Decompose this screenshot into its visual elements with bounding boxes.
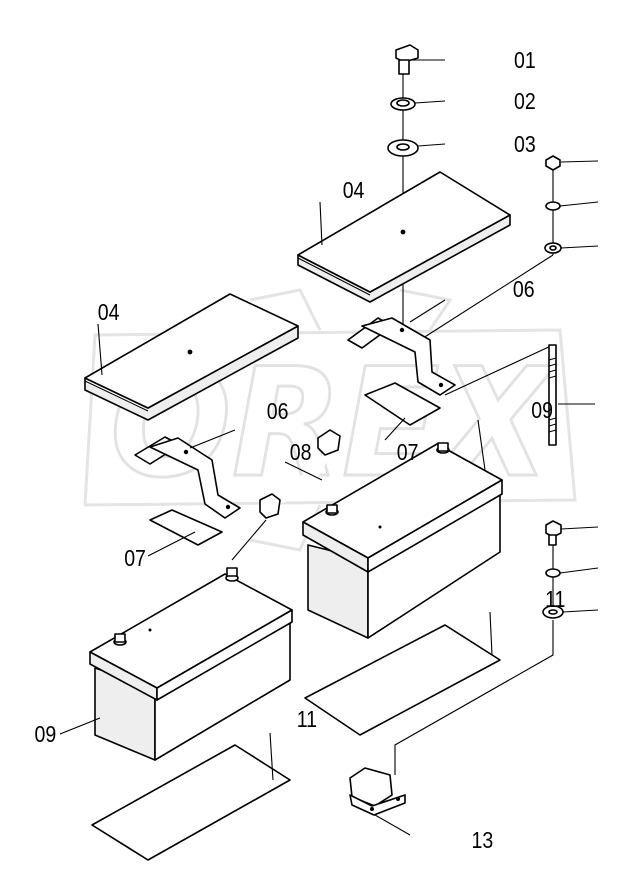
callout-13: 13 bbox=[472, 828, 494, 854]
lock-washer-top bbox=[390, 97, 416, 111]
callout-04-upper: 04 bbox=[343, 178, 365, 204]
bolt-top bbox=[395, 44, 419, 75]
callout-08: 08 bbox=[290, 440, 312, 466]
callout-11-lower: 11 bbox=[297, 707, 317, 733]
battery-cover-plate-left bbox=[84, 293, 299, 421]
callout-07-left: 07 bbox=[124, 546, 146, 572]
insulating-pad-upper bbox=[364, 382, 441, 426]
flat-washer-right bbox=[544, 242, 562, 254]
callout-03-top: 03 bbox=[514, 132, 536, 158]
tie-rod bbox=[548, 344, 557, 446]
callout-09-upper: 09 bbox=[531, 398, 553, 424]
battery-mat-lower bbox=[91, 744, 291, 861]
callout-09-lower: 09 bbox=[35, 722, 57, 748]
battery-mat-upper bbox=[304, 624, 501, 736]
anchor-bracket bbox=[349, 767, 406, 816]
battery-jumper-cable bbox=[259, 429, 341, 519]
lock-washer-lower bbox=[545, 568, 561, 578]
nut-right bbox=[545, 155, 561, 171]
callout-06-upper: 06 bbox=[513, 277, 535, 303]
hold-down-bracket-upper bbox=[347, 317, 456, 396]
battery-cover-plate-upper bbox=[297, 171, 511, 303]
lock-washer-right bbox=[545, 201, 561, 211]
insulating-pad-left bbox=[149, 509, 223, 546]
battery-upper bbox=[302, 442, 503, 639]
callout-11-upper: 11 bbox=[545, 587, 565, 613]
callout-leader-lines bbox=[59, 59, 599, 836]
callout-01-top: 01 bbox=[514, 48, 536, 74]
callout-02-top: 02 bbox=[514, 89, 536, 115]
hold-down-bracket-left bbox=[134, 436, 241, 519]
flat-washer-top bbox=[387, 139, 419, 157]
bolt-lower bbox=[545, 520, 562, 546]
callout-04-left: 04 bbox=[98, 300, 120, 326]
callout-06-left: 06 bbox=[267, 399, 289, 425]
callout-07-upper: 07 bbox=[397, 440, 419, 466]
battery-lower bbox=[89, 567, 293, 761]
callout-labels: 01 02 03 04 05 02 03 04 06 06 07 07 08 0… bbox=[35, 48, 566, 854]
